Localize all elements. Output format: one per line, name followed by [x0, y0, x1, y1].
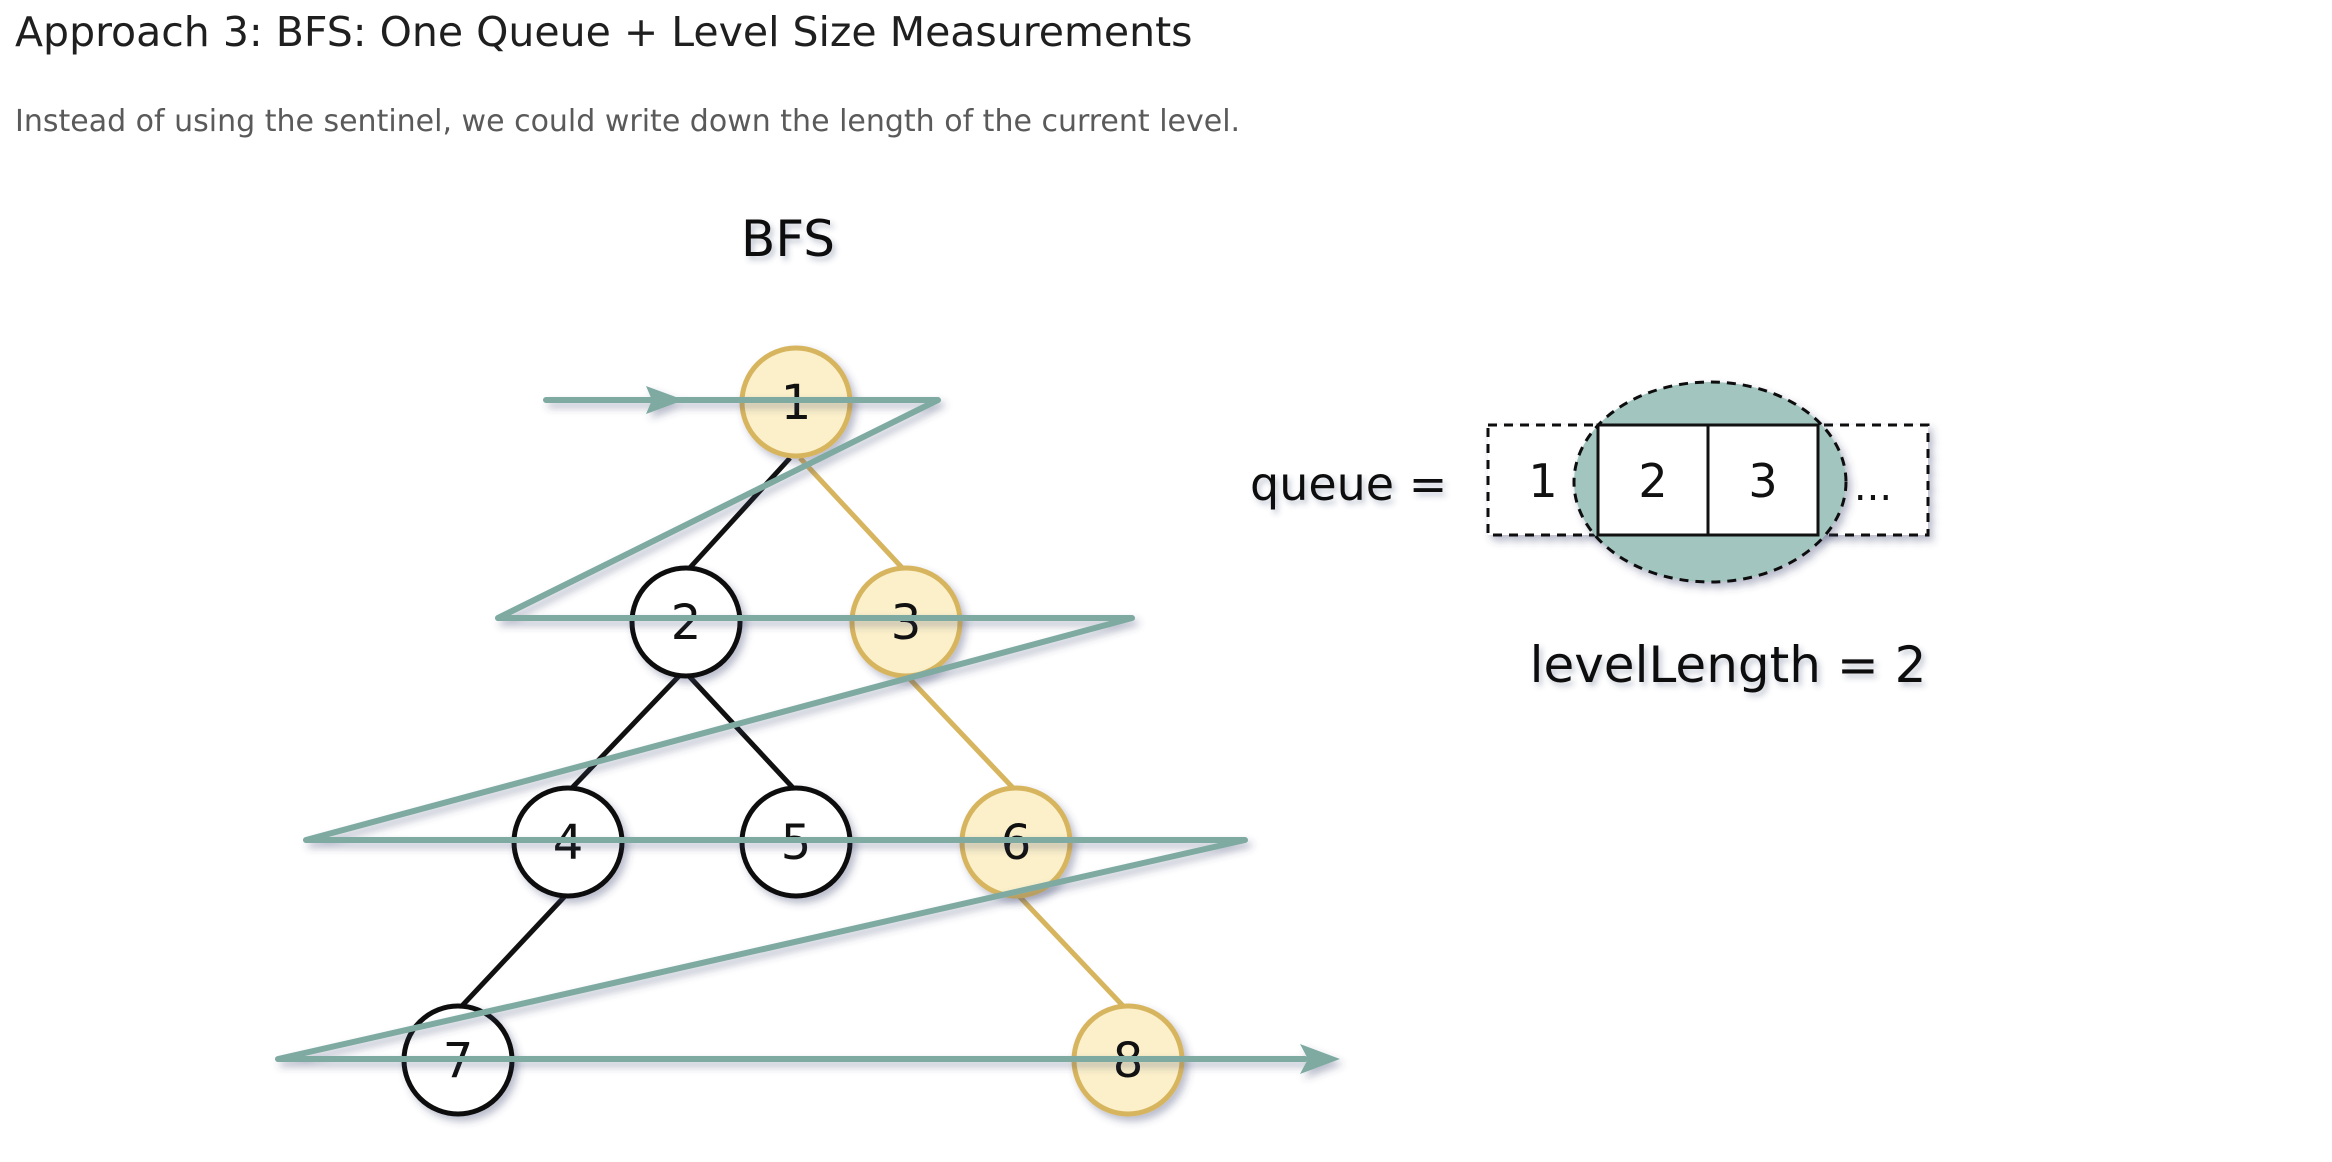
queue-label: queue = [1250, 457, 1447, 511]
edge-2-5 [686, 673, 797, 792]
traversal-line [275, 397, 1308, 1062]
page-title: Approach 3: BFS: One Queue + Level Size … [15, 8, 1193, 56]
queue-diagram: 1 2 3 ... [1486, 380, 1930, 584]
bfs-traversal-path [275, 386, 1340, 1074]
edge-1-3 [798, 456, 908, 574]
queue-cell-value: 3 [1748, 454, 1777, 508]
queue-cell [1706, 423, 1820, 537]
tree-edges [458, 456, 1127, 1010]
edge-3-6 [904, 673, 1017, 792]
page-intro: Instead of using the sentinel, we could … [15, 104, 1241, 139]
queue-cell [1596, 423, 1710, 537]
queue-cell-value: 1 [1528, 454, 1557, 508]
arrow-head-icon [646, 386, 684, 414]
edge-4-7 [458, 893, 568, 1010]
figure-title: BFS [741, 210, 835, 268]
edge-2-4 [568, 673, 682, 792]
tree-node: 3 [849, 565, 963, 679]
edge-1-2 [684, 456, 792, 574]
level-length-label: levelLength = 2 [1530, 636, 1927, 694]
arrow-head-icon [1300, 1044, 1340, 1074]
tree-nodes: 1 2 3 4 5 6 7 8 [401, 345, 1185, 1117]
node-label: 2 [671, 595, 702, 651]
queue-ellipsis: ... [1854, 464, 1892, 510]
node-label: 3 [891, 595, 922, 651]
edge-6-8 [1016, 893, 1127, 1010]
queue-cell-value: 2 [1638, 454, 1667, 508]
tree-node: 2 [629, 565, 743, 679]
